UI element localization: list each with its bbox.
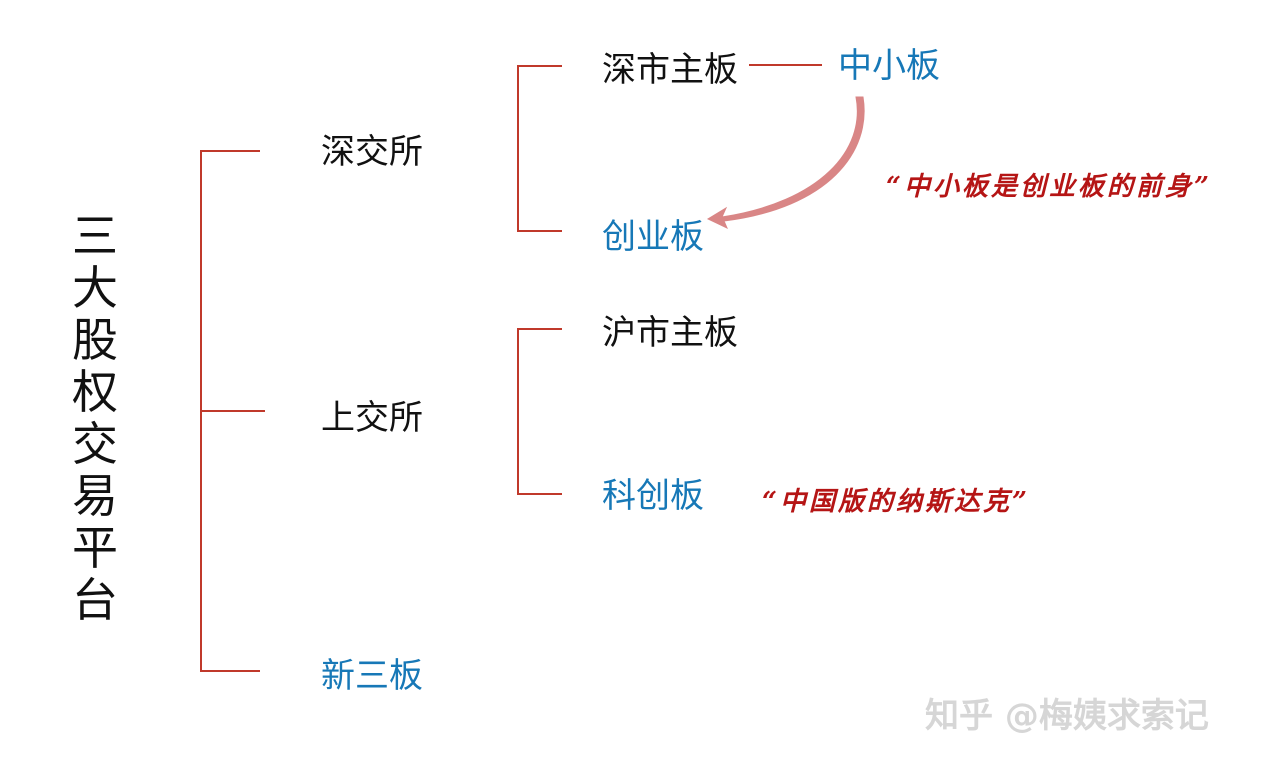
title-char: 交 bbox=[72, 417, 118, 471]
shenzhen-exchange-label: 深交所 bbox=[321, 132, 423, 172]
shenzhen-bracket bbox=[517, 65, 562, 232]
sme-chinext-note: “中小板是创业板的前身” bbox=[886, 172, 1212, 202]
sme-board-label: 中小板 bbox=[838, 46, 940, 86]
sz-main-board-label: 深市主板 bbox=[602, 50, 738, 90]
title-char: 易 bbox=[72, 469, 118, 523]
title-char: 平 bbox=[72, 521, 118, 575]
chinext-label: 创业板 bbox=[602, 217, 704, 257]
watermark: 知乎 @梅姨求索记 bbox=[925, 696, 1209, 736]
title-char: 三 bbox=[72, 209, 118, 263]
platform-title: 三 大 股 权 交 易 平 台 bbox=[68, 210, 122, 626]
curved-arrow-icon bbox=[706, 96, 865, 230]
title-char: 股 bbox=[72, 313, 118, 367]
title-char: 大 bbox=[72, 261, 118, 315]
shanghai-exchange-label: 上交所 bbox=[321, 398, 423, 438]
star-nasdaq-note: “中国版的纳斯达克” bbox=[762, 487, 1030, 517]
sh-main-board-label: 沪市主板 bbox=[602, 313, 738, 353]
star-market-label: 科创板 bbox=[602, 476, 704, 516]
shanghai-bracket bbox=[517, 328, 562, 495]
title-char: 权 bbox=[72, 365, 118, 419]
neeq-label: 新三板 bbox=[321, 656, 423, 696]
title-char: 台 bbox=[72, 573, 118, 627]
